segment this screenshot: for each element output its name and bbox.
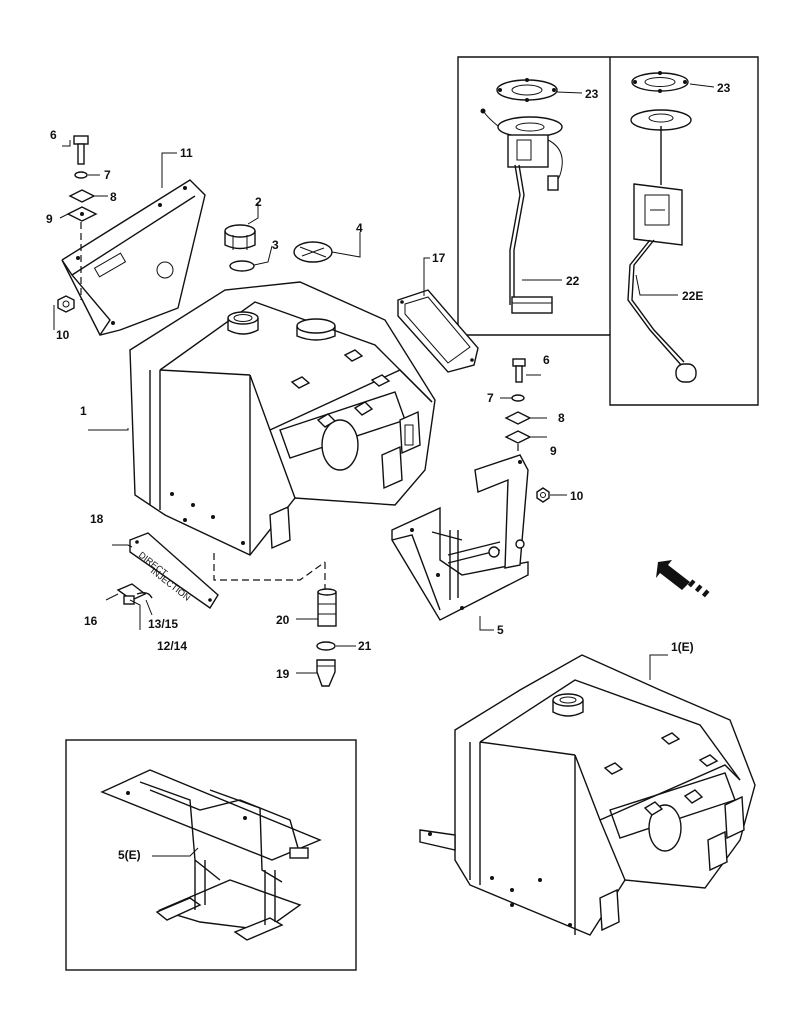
callout-9-right: 9 (550, 444, 557, 458)
callout-labels: 1 2 3 4 5 6 7 8 9 10 11 12/14 13/15 16 1… (46, 81, 731, 862)
direct-injection-plate-18: DIRECT INJECTION (129, 532, 219, 609)
fuel-tank-1e (419, 654, 756, 936)
callout-5e: 5(E) (118, 848, 141, 862)
callout-1e: 1(E) (671, 640, 694, 654)
leader-lines (53, 83, 715, 857)
callout-18: 18 (90, 512, 104, 526)
seal-ring-3 (229, 260, 255, 272)
callout-5: 5 (497, 623, 504, 637)
washer-21 (316, 641, 336, 651)
callout-17: 17 (432, 251, 446, 265)
callout-7-left: 7 (104, 168, 111, 182)
fuel-tank-1 (129, 281, 436, 556)
cover-plate-4 (293, 241, 333, 263)
callout-12-14: 12/14 (157, 639, 187, 653)
callout-20: 20 (276, 613, 290, 627)
clip-hardware-16 (116, 583, 153, 605)
direction-arrow (656, 560, 710, 598)
callout-16: 16 (84, 614, 98, 628)
callout-9-left: 9 (46, 212, 53, 226)
callout-6-left: 6 (50, 128, 57, 142)
callout-10-right: 10 (570, 489, 584, 503)
fuel-sender-22e (627, 71, 697, 383)
callout-8-left: 8 (110, 190, 117, 204)
callout-13-15: 13/15 (148, 617, 178, 631)
drain-fitting-20 (317, 588, 337, 627)
callout-19: 19 (276, 667, 290, 681)
callout-10-left: 10 (56, 328, 70, 342)
callout-1: 1 (80, 404, 87, 418)
callout-21: 21 (358, 639, 372, 653)
drain-plug-19 (316, 659, 336, 687)
callout-4: 4 (356, 221, 363, 235)
filler-cap-2 (224, 224, 256, 250)
bracket-5e (100, 769, 322, 941)
callout-3: 3 (272, 238, 279, 252)
gasket-17 (397, 289, 479, 373)
callout-22e: 22E (682, 289, 703, 303)
fuel-sender-inset (457, 56, 759, 406)
callout-23-right: 23 (717, 81, 731, 95)
callout-23-left: 23 (585, 87, 599, 101)
bracket-5e-inset (65, 739, 357, 971)
bracket-5 (391, 454, 529, 621)
callout-6-right: 6 (543, 353, 550, 367)
callout-22: 22 (566, 274, 580, 288)
callout-8-right: 8 (558, 411, 565, 425)
fuel-sender-22 (480, 78, 563, 314)
bracket-11 (61, 179, 206, 336)
callout-7-right: 7 (487, 391, 494, 405)
callout-2: 2 (255, 195, 262, 209)
callout-11: 11 (180, 146, 193, 160)
